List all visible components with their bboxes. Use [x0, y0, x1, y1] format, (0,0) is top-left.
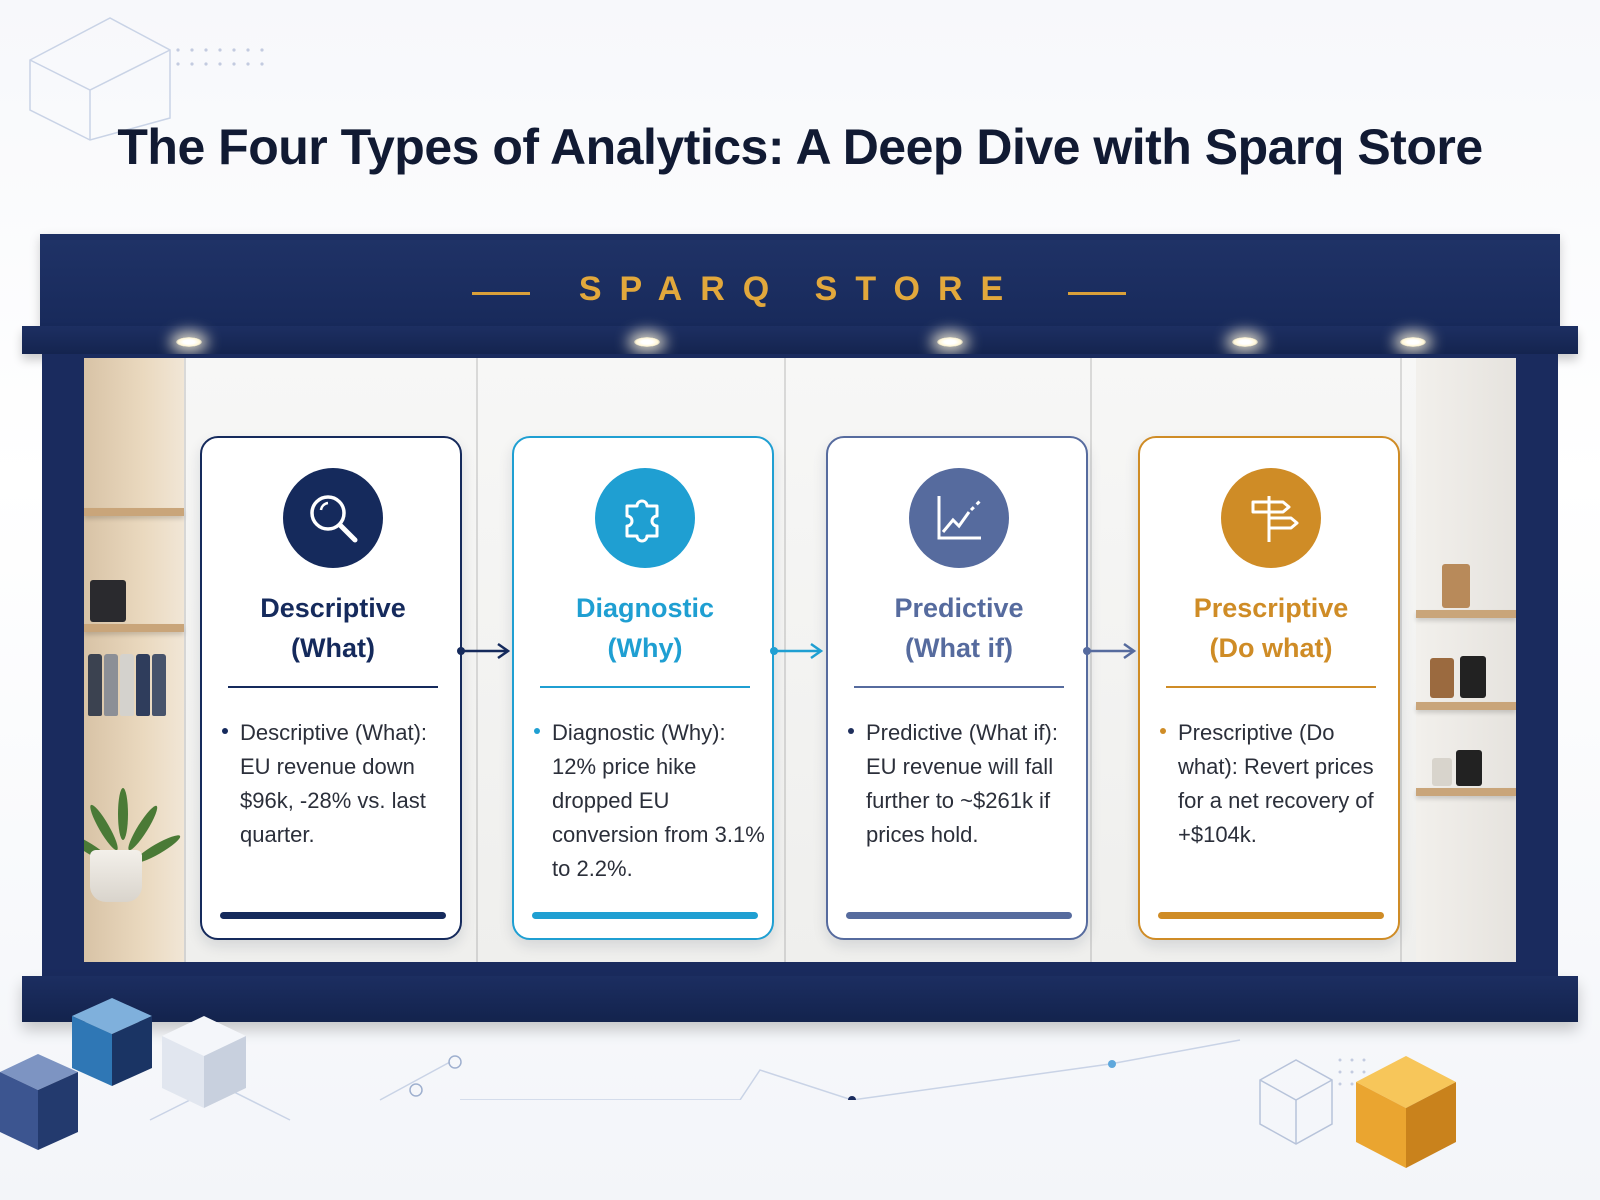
card-title: Prescriptive (Do what)	[1140, 588, 1402, 668]
window-mullion	[1090, 358, 1092, 962]
sign-line-right	[1068, 292, 1126, 295]
card-accent-bar	[1158, 912, 1384, 919]
card-diagnostic: Diagnostic (Why) Diagnostic (Why): 12% p…	[512, 436, 774, 940]
trend-chart-icon	[909, 468, 1009, 568]
page-title: The Four Types of Analytics: A Deep Dive…	[117, 119, 1483, 175]
hanging-clothes	[136, 654, 150, 716]
card-title-line1: Prescriptive	[1193, 593, 1349, 623]
card-title-line1: Predictive	[894, 593, 1024, 623]
card-title-line2: (What if)	[905, 633, 1013, 663]
card-title: Descriptive (What)	[202, 588, 464, 668]
card-accent-bar	[532, 912, 758, 919]
handbag-icon	[1430, 658, 1454, 698]
window-mullion	[184, 358, 186, 962]
shelf	[1416, 610, 1516, 618]
signpost-icon	[1221, 468, 1321, 568]
card-bullet-text: Prescriptive (Do what): Revert prices fo…	[1178, 720, 1374, 847]
ceiling-light	[937, 337, 963, 347]
card-title-line1: Diagnostic	[575, 593, 715, 623]
bullet-dot	[534, 728, 540, 734]
card-prescriptive: Prescriptive (Do what) Prescriptive (Do …	[1138, 436, 1400, 940]
card-title-line2: (What)	[291, 633, 375, 663]
card-accent-bar	[220, 912, 446, 919]
magnifier-icon	[283, 468, 383, 568]
decorative-cubes-right	[1259, 1056, 1456, 1168]
ceiling-light	[1400, 337, 1426, 347]
hanging-clothes	[120, 654, 134, 716]
interior-right	[1416, 358, 1516, 962]
ceiling-light	[1232, 337, 1258, 347]
window-mullion	[476, 358, 478, 962]
arrow-diagnostic-to-predictive	[770, 642, 824, 660]
card-title-line2: (Do what)	[1209, 633, 1333, 663]
bullet-dot	[222, 728, 228, 734]
card-title-line2: (Why)	[607, 633, 683, 663]
store-base	[22, 976, 1578, 1022]
store-sign: SPARQ STORE	[578, 270, 1022, 308]
handbag-icon	[1442, 564, 1470, 608]
shelf	[1416, 788, 1516, 796]
plant-pot	[1432, 758, 1452, 786]
bullet-dot	[1160, 728, 1166, 734]
card-divider	[228, 686, 438, 688]
decorative-cubes-left	[0, 998, 462, 1150]
card-accent-bar	[846, 912, 1072, 919]
handbag-icon	[1456, 750, 1482, 786]
hanging-clothes	[88, 654, 102, 716]
card-title: Diagnostic (Why)	[514, 588, 776, 668]
window-mullion	[1400, 358, 1402, 962]
card-title: Predictive (What if)	[828, 588, 1090, 668]
card-divider	[540, 686, 750, 688]
window-mullion	[784, 358, 786, 962]
card-bullet-text: Descriptive (What): EU revenue down $96k…	[240, 720, 428, 847]
plant-pot	[90, 850, 142, 902]
arrow-descriptive-to-diagnostic	[457, 642, 511, 660]
card-divider	[1166, 686, 1376, 688]
store-roof	[40, 234, 1560, 326]
shelf	[1416, 702, 1516, 710]
decorative-timeline	[460, 1039, 1241, 1100]
card-bullet-text: Diagnostic (Why): 12% price hike dropped…	[552, 720, 765, 881]
handbag-icon	[1460, 656, 1486, 698]
handbag-icon	[90, 580, 126, 622]
interior-left	[84, 358, 184, 962]
card-title-line1: Descriptive	[260, 593, 406, 623]
card-bullet-text: Predictive (What if): EU revenue will fa…	[866, 720, 1058, 847]
sign-line-left	[472, 292, 530, 295]
ceiling-light	[176, 337, 202, 347]
wireframe-cube-topleft	[29, 17, 264, 141]
shelf	[84, 508, 184, 516]
plant-leaf	[118, 788, 128, 840]
shelf	[84, 624, 184, 632]
card-divider	[854, 686, 1064, 688]
card-descriptive: Descriptive (What) Descriptive (What): E…	[200, 436, 462, 940]
hanging-clothes	[104, 654, 118, 716]
card-predictive: Predictive (What if) Predictive (What if…	[826, 436, 1088, 940]
store-awning	[22, 326, 1578, 354]
hanging-clothes	[152, 654, 166, 716]
arrow-predictive-to-prescriptive	[1083, 642, 1137, 660]
ceiling-light	[634, 337, 660, 347]
puzzle-icon	[595, 468, 695, 568]
bullet-dot	[848, 728, 854, 734]
